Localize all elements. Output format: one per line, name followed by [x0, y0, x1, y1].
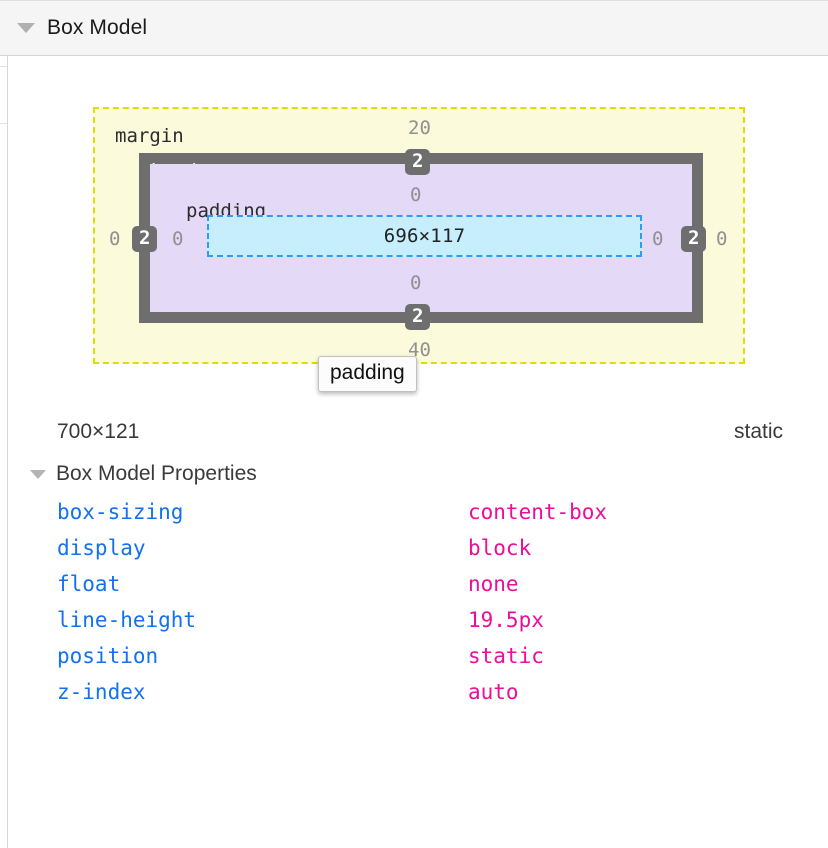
- border-region[interactable]: border padding 696×117: [139, 153, 703, 323]
- property-value[interactable]: auto: [468, 680, 519, 704]
- padding-bottom-value[interactable]: 0: [410, 272, 422, 294]
- property-name[interactable]: float: [57, 572, 121, 596]
- panel-title: Box Model: [47, 16, 148, 39]
- margin-region-label: margin: [115, 125, 184, 147]
- property-name[interactable]: z-index: [57, 680, 146, 704]
- table-row[interactable]: z-index auto: [0, 680, 828, 716]
- box-model-tooltip: padding: [318, 356, 417, 392]
- triangle-down-icon[interactable]: [30, 469, 46, 479]
- padding-left-value[interactable]: 0: [172, 228, 184, 250]
- box-model-header[interactable]: Box Model: [0, 0, 828, 56]
- element-size-label: 700×121: [57, 420, 140, 443]
- triangle-down-icon[interactable]: [17, 23, 35, 33]
- box-model-properties-header[interactable]: Box Model Properties: [0, 462, 257, 486]
- property-name[interactable]: display: [57, 536, 146, 560]
- box-model-properties-title: Box Model Properties: [56, 462, 257, 485]
- border-right-badge[interactable]: 2: [681, 226, 707, 252]
- margin-right-value[interactable]: 0: [716, 228, 728, 250]
- padding-region[interactable]: padding 696×117: [150, 164, 692, 312]
- table-row[interactable]: box-sizing content-box: [0, 500, 828, 536]
- box-model-diagram: margin border padding 696×117 20 0 40 0 …: [0, 56, 828, 396]
- panel-left-rail: [0, 0, 8, 848]
- margin-bottom-value[interactable]: 40: [408, 339, 431, 361]
- property-value[interactable]: static: [468, 644, 544, 668]
- table-row[interactable]: float none: [0, 572, 828, 608]
- box-model-properties-list: box-sizing content-box display block flo…: [0, 500, 828, 716]
- property-value[interactable]: 19.5px: [468, 608, 544, 632]
- left-rail-segment-middle: [0, 66, 7, 124]
- border-top-badge[interactable]: 2: [405, 149, 431, 175]
- content-size-label: 696×117: [383, 225, 466, 247]
- property-name[interactable]: line-height: [57, 608, 197, 632]
- property-value[interactable]: none: [468, 572, 519, 596]
- property-name[interactable]: box-sizing: [57, 500, 184, 524]
- content-region[interactable]: 696×117: [207, 215, 642, 257]
- padding-top-value[interactable]: 0: [410, 184, 422, 206]
- element-position-label: static: [733, 420, 783, 443]
- padding-right-value[interactable]: 0: [652, 228, 664, 250]
- margin-top-value[interactable]: 20: [408, 117, 431, 139]
- property-name[interactable]: position: [57, 644, 159, 668]
- table-row[interactable]: display block: [0, 536, 828, 572]
- table-row[interactable]: line-height 19.5px: [0, 608, 828, 644]
- border-bottom-badge[interactable]: 2: [405, 304, 431, 330]
- table-row[interactable]: position static: [0, 644, 828, 680]
- border-left-badge[interactable]: 2: [132, 226, 158, 252]
- box-model-summary: 700×121 static: [0, 420, 828, 456]
- property-value[interactable]: content-box: [468, 500, 608, 524]
- margin-left-value[interactable]: 0: [109, 228, 121, 250]
- property-value[interactable]: block: [468, 536, 532, 560]
